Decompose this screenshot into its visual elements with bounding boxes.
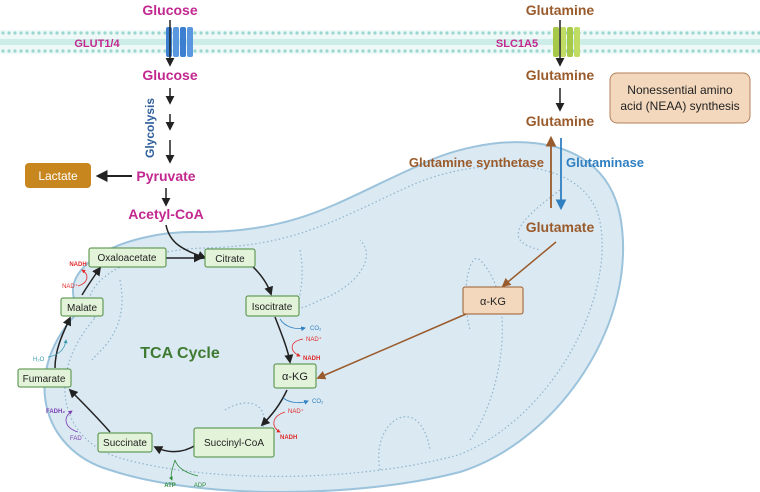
glutamine-in-label: Glutamine (526, 67, 595, 83)
citrate-label: Citrate (215, 254, 245, 265)
neaa-box (609, 72, 751, 124)
oxaloacetate-node (88, 247, 167, 268)
slc1a5-transporter-icon (553, 27, 580, 57)
fumarate-label: Fumarate (23, 374, 66, 385)
h2o-arrow (47, 339, 68, 358)
co2-akg-label: CO₂ (312, 399, 324, 405)
mito-outer-membrane (43, 141, 625, 492)
mitochondrion (43, 141, 625, 492)
succinylcoa-to-succinate-arrow (153, 444, 197, 455)
glutamine-out-label: Glutamine (526, 2, 595, 18)
succinyl-coa-node (193, 427, 275, 458)
glutamine-mito-label: Glutamine (526, 113, 595, 129)
akg-label: α-KG (282, 371, 308, 383)
akg-node (273, 363, 317, 389)
glutamate-label: Glutamate (526, 219, 595, 235)
nad-malate-arrow (77, 269, 88, 287)
nadh-isocitrate-label: NADH (303, 356, 320, 362)
nad-malate-label: NAD⁺ (62, 283, 78, 290)
isocitrate-label: Isocitrate (252, 302, 293, 313)
fad-arrow (65, 410, 79, 433)
succinyl-coa-label: Succinyl-CoA (204, 438, 264, 449)
isocitrate-to-akg-arrow (274, 316, 294, 364)
tca-title: TCA Cycle (140, 345, 220, 362)
co2-isocitrate-arrow (279, 318, 306, 332)
isocitrate-node (245, 295, 300, 317)
nadh-malate-label: NADH (69, 262, 86, 268)
succinate-to-fumarate-arrow (68, 388, 111, 433)
malate-label: Malate (67, 303, 97, 314)
akg-feed-arrow (316, 313, 467, 380)
glutaminase-label: Glutaminase (566, 155, 644, 170)
neaa-line1: Nonessential amino (627, 83, 733, 97)
nad-akg-label: NAD⁺ (288, 408, 304, 415)
akg-to-succinylcoa-arrow (260, 389, 288, 427)
fadh2-label: FADH₂ (46, 409, 65, 415)
lactate-label: Lactate (38, 169, 78, 183)
h2o-label: H₂O (33, 357, 45, 363)
fumarate-to-malate-arrow (54, 316, 72, 369)
citrate-node (204, 248, 256, 268)
glycolysis-label: Glycolysis (143, 98, 157, 158)
adp-arc (174, 459, 199, 477)
co2-akg-arrow (282, 397, 309, 405)
neaa-line2: acid (NEAA) synthesis (620, 99, 739, 113)
succinate-label: Succinate (103, 438, 147, 449)
malate-node (60, 297, 104, 317)
cell-membrane (0, 30, 760, 54)
glutamate-to-akg-arrow (501, 241, 557, 288)
akg-glutamine-label: α-KG (480, 296, 506, 308)
succinate-node (97, 432, 153, 453)
slc1a5-label: SLC1A5 (496, 38, 538, 50)
malate-to-oaa-arrow (81, 266, 102, 296)
nadh-akg-label: NADH (280, 435, 297, 441)
akg-box-glutamine (462, 286, 524, 315)
nad-isocitrate-label: NAD⁺ (306, 336, 322, 343)
fumarate-node (17, 368, 72, 388)
pyruvate-label: Pyruvate (136, 168, 195, 184)
glucose-in-label: Glucose (142, 67, 197, 83)
acetyl-coa-label: Acetyl-CoA (128, 206, 203, 222)
atp-label: ATP (164, 483, 176, 489)
glut-label: GLUT1/4 (74, 38, 120, 50)
adp-label: ADP (194, 483, 206, 489)
co2-isocitrate-label: CO₂ (310, 326, 322, 332)
glutamine-synthetase-label: Glutamine synthetase (409, 155, 544, 170)
oxaloacetate-label: Oxaloacetate (98, 253, 157, 264)
nad-akg-arrow (273, 411, 286, 433)
glucose-out-label: Glucose (142, 2, 197, 18)
nad-isocitrate-arrow (291, 338, 304, 357)
atp-arrow (168, 459, 176, 481)
lactate-box (25, 163, 91, 188)
fad-label: FAD (70, 436, 82, 442)
